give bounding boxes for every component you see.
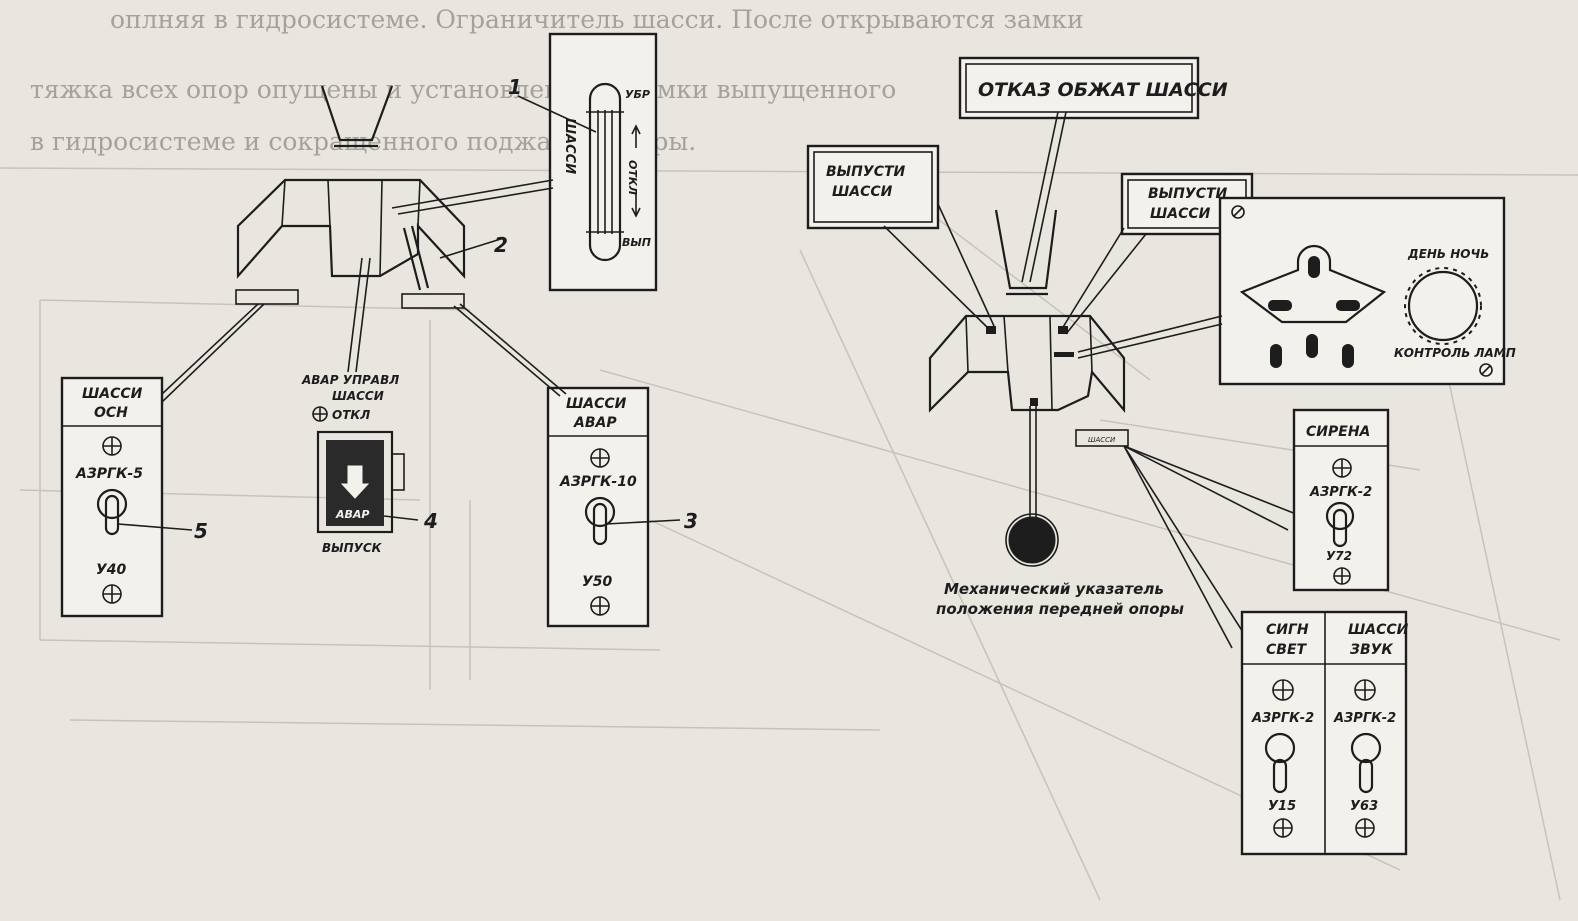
signal-sound-breaker-panel: СИГН СВЕТ ШАССИ ЗВУК АЗРГК-2 У15 АЗРГК-2…	[1240, 610, 1409, 856]
day-night-label: ДЕНЬ НОЧЬ	[1407, 247, 1489, 261]
signal-title-line2: СВЕТ	[1266, 642, 1308, 658]
right-warning-line1: ВЫПУСТИ	[1148, 186, 1228, 202]
lamp-icon	[1342, 344, 1354, 368]
arrow-down-icon	[340, 465, 370, 499]
siren-title: СИРЕНА	[1306, 424, 1370, 440]
gear-handle[interactable]	[588, 82, 622, 262]
screw-icon	[1479, 363, 1493, 377]
sound-title-line1: ШАССИ	[1348, 622, 1409, 638]
gear-neutral-label: ОТКЛ	[626, 160, 639, 195]
main-gear-breaker-label: АЗРГК-5	[75, 466, 143, 482]
indicator-caption-line2: положения передней опоры	[936, 600, 1184, 618]
lamp-check-label[interactable]: КОНТРОЛЬ ЛАМП	[1394, 346, 1516, 360]
cockpit-panel-outline	[928, 314, 1126, 414]
gear-light-panel: ДЕНЬ НОЧЬ КОНТРОЛЬ ЛАМП	[1218, 196, 1516, 386]
arrow-up-icon	[631, 124, 641, 148]
emergency-gear-title-line1: ШАССИ	[566, 396, 627, 412]
signal-light-toggle-switch[interactable]	[1264, 732, 1296, 764]
gear-handle-vertical-title: ШАССИ	[562, 118, 577, 174]
main-gear-toggle-switch[interactable]	[96, 488, 128, 520]
callout-2: 2	[494, 233, 508, 257]
cockpit-panel-outline	[236, 178, 466, 279]
small-plate-label: ШАССИ	[1088, 436, 1116, 444]
emergency-gear-breaker-panel: ШАССИ АВАР АЗРГК-10 У50	[546, 386, 650, 628]
banner-text: ОТКАЗ ОБЖАТ ШАССИ	[978, 79, 1228, 101]
signal-title-line1: СИГН	[1266, 622, 1309, 638]
main-gear-title-line1: ШАССИ	[82, 386, 143, 402]
right-plate	[401, 293, 465, 309]
callout-1: 1	[508, 75, 522, 99]
emergency-gear-title-line2: АВАР	[573, 415, 617, 431]
indicator-caption-line1: Механический указатель	[944, 580, 1164, 598]
sound-breaker-label: АЗРГК-2	[1333, 711, 1396, 726]
left-warning-line1: ВЫПУСТИ	[826, 164, 906, 180]
windshield-frame	[320, 85, 394, 142]
emergency-gear-toggle-switch[interactable]	[584, 496, 616, 528]
aircraft-silhouette-icon	[1239, 244, 1387, 324]
main-gear-breaker-panel: ШАССИ ОСН АЗРГК-5 У40	[60, 376, 164, 618]
gear-sound-toggle-switch[interactable]	[1350, 732, 1382, 764]
background-grid	[0, 159, 1578, 901]
callout-5: 5	[194, 519, 208, 543]
lower-gear-warning-left: ВЫПУСТИ ШАССИ	[806, 144, 940, 230]
emergency-gear-breaker-label: АЗРГК-10	[559, 474, 637, 490]
emergency-release: АВАР УПРАВЛ ШАССИ ОТКЛ АВАР ВЫПУСК	[301, 257, 405, 555]
right-group: ОТКАЗ ОБЖАТ ШАССИ ВЫПУСТИ ШАССИ ВЫПУСТИ …	[806, 56, 1516, 856]
siren-toggle-switch[interactable]	[1325, 501, 1355, 531]
right-gear-lamp	[1336, 300, 1360, 311]
main-gear-title-line2: ОСН	[94, 405, 128, 421]
siren-breaker-label: АЗРГК-2	[1309, 485, 1372, 500]
signal-breaker-label: АЗРГК-2	[1251, 711, 1314, 726]
emergency-caption-line3: ОТКЛ	[332, 408, 370, 422]
screw-icon	[1231, 205, 1245, 219]
siren-breaker-panel: СИРЕНА АЗРГК-2 У72	[1292, 408, 1390, 592]
lever-2	[402, 227, 422, 291]
gear-up-label: УБР	[625, 88, 650, 101]
callout-4: 4	[423, 509, 438, 533]
emergency-bottom-label: ВЫПУСК	[322, 541, 383, 555]
callout-3: 3	[684, 509, 698, 533]
emergency-caption-line1: АВАР УПРАВЛ	[301, 373, 399, 387]
dimmer-knob[interactable]	[1407, 270, 1479, 342]
siren-designator: У72	[1326, 549, 1352, 563]
left-plate	[235, 289, 299, 305]
background-text-line-2: тяжка всех опор опущены и установлены на…	[30, 75, 896, 104]
nose-gear-position-indicator	[1008, 516, 1056, 564]
gear-down-label: ВЫП	[622, 236, 651, 249]
gear-handle-panel: ШАССИ УБР ОТКЛ ВЫП	[548, 32, 658, 292]
left-warning-line2: ШАССИ	[832, 184, 893, 200]
gear-strut-fault-banner: ОТКАЗ ОБЖАТ ШАССИ	[958, 56, 1228, 120]
arrow-down-icon	[631, 194, 641, 218]
emergency-caption-line2: ШАССИ	[332, 389, 384, 403]
lamp-icon	[1270, 344, 1282, 368]
left-group: 2 ШАССИ УБР ОТКЛ ВЫП 1 ШАССИ ОСН	[60, 32, 698, 628]
signal-designator: У15	[1268, 799, 1296, 814]
right-warning-line2: ШАССИ	[1150, 206, 1211, 222]
sound-designator: У63	[1350, 799, 1378, 814]
windshield-frame	[994, 209, 1058, 290]
small-gear-plate	[1075, 429, 1129, 447]
nose-gear-lamp	[1308, 256, 1320, 278]
sound-title-line2: ЗВУК	[1350, 642, 1393, 658]
background-text-line-1: оплняя в гидросистеме. Ограничитель шасс…	[110, 5, 1084, 34]
left-gear-lamp	[1268, 300, 1292, 311]
main-gear-designator: У40	[96, 562, 127, 578]
emergency-gear-designator: У50	[582, 574, 613, 590]
lamp-icon	[1306, 334, 1318, 358]
emergency-handle-label: АВАР	[335, 508, 369, 521]
